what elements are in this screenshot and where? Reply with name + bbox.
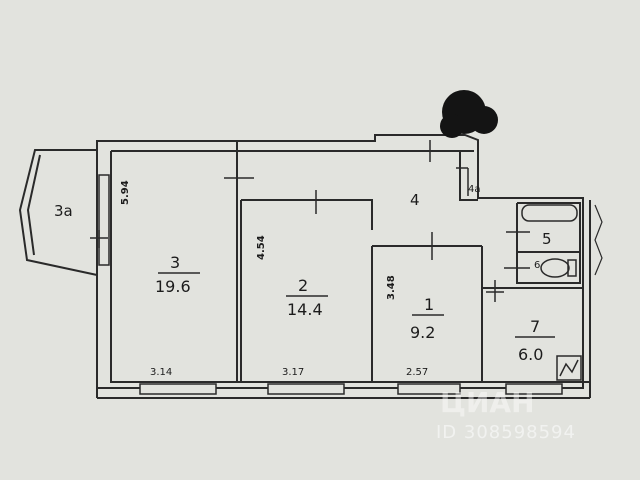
stove-icon bbox=[556, 355, 582, 381]
room-3-area: 19.6 bbox=[155, 277, 191, 296]
balcony-outline bbox=[18, 149, 98, 276]
dim-2-57: 2.57 bbox=[406, 367, 428, 378]
windows bbox=[98, 174, 563, 395]
window-room-1 bbox=[397, 383, 461, 395]
watermark-brand: ЦИАН bbox=[440, 386, 535, 419]
window-room-2 bbox=[267, 383, 345, 395]
room-3a-label: 3a bbox=[54, 202, 73, 220]
exterior-right-lines bbox=[594, 204, 603, 276]
room-2-number: 2 bbox=[298, 276, 308, 295]
room-5-label: 5 bbox=[542, 230, 552, 248]
inner-wall-line bbox=[110, 150, 590, 383]
toilet-icon bbox=[540, 258, 577, 278]
smudge-icon bbox=[440, 90, 498, 138]
room-2-area: 14.4 bbox=[287, 300, 323, 319]
window-room-3 bbox=[139, 383, 217, 395]
room-7-number: 7 bbox=[530, 317, 540, 336]
dim-3-17: 3.17 bbox=[282, 367, 304, 378]
bathtub-icon bbox=[521, 204, 578, 222]
door-marks bbox=[90, 140, 530, 302]
room-1-number: 1 bbox=[424, 295, 434, 314]
room-3-number: 3 bbox=[170, 253, 180, 272]
room-6-label: 6 bbox=[534, 260, 540, 271]
room-7-area: 6.0 bbox=[518, 345, 543, 364]
room-4-label: 4 bbox=[410, 191, 420, 209]
room-1-area: 9.2 bbox=[410, 323, 435, 342]
right-wall bbox=[97, 200, 591, 399]
dim-3-14: 3.14 bbox=[150, 367, 172, 378]
outer-wall bbox=[96, 134, 584, 389]
room-2-top-wall bbox=[241, 199, 373, 230]
window-balcony bbox=[98, 174, 110, 266]
bath-walls bbox=[516, 202, 581, 284]
window-room-7 bbox=[505, 383, 563, 395]
balcony-inner bbox=[26, 154, 41, 256]
watermark-id: ID 308598594 bbox=[436, 422, 576, 443]
room-4a-label: 4a bbox=[468, 184, 481, 195]
dim-5-94: 5.94 bbox=[120, 180, 131, 205]
room-1-walls bbox=[371, 245, 483, 382]
dim-4-54: 4.54 bbox=[256, 235, 267, 260]
dim-3-48: 3.48 bbox=[386, 275, 397, 300]
